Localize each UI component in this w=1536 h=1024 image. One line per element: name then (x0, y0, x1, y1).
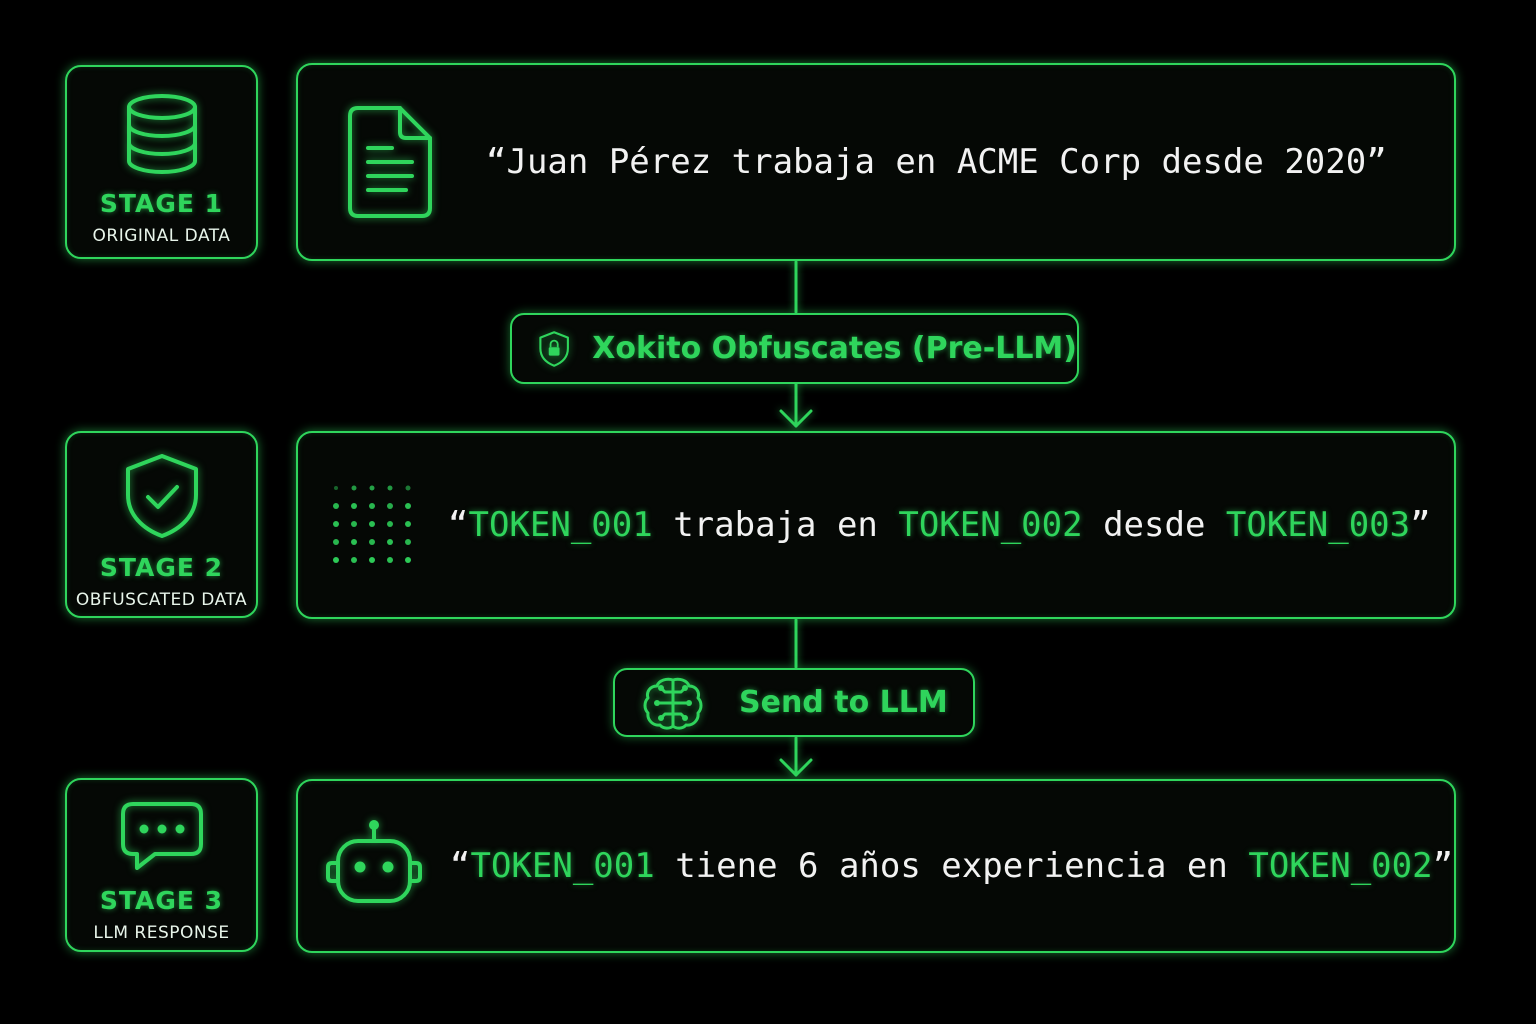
stage-3-content-box: “TOKEN_001 tiene 6 años experiencia en T… (296, 779, 1456, 953)
robot-icon (326, 820, 422, 903)
stage-3-label-box: STAGE 3 LLM RESPONSE (65, 778, 258, 952)
brain-circuit-icon (643, 677, 703, 730)
token-001: TOKEN_001 (468, 505, 653, 545)
chat-bubble-icon (120, 802, 203, 870)
stage-2-text: “TOKEN_001 trabaja en TOKEN_002 desde TO… (448, 505, 1431, 545)
text-segment: desde (1082, 505, 1226, 545)
token-002: TOKEN_002 (1248, 846, 1433, 886)
send-to-llm-step: Send to LLM (613, 668, 975, 737)
text-segment: tiene 6 años experiencia en (654, 846, 1249, 886)
open-quote: “ (448, 505, 469, 545)
stage-2-title: STAGE 2 (99, 553, 224, 582)
close-quote: ” (1432, 846, 1454, 886)
text-segment: trabaja en (652, 505, 899, 545)
obfuscate-step: Xokito Obfuscates (Pre-LLM) (510, 313, 1079, 384)
database-icon (126, 94, 197, 175)
stage-1-content-box: “Juan Pérez trabaja en ACME Corp desde 2… (296, 63, 1456, 261)
open-quote: “ (486, 142, 507, 182)
open-quote: “ (450, 846, 471, 886)
close-quote: ” (1366, 142, 1387, 182)
token-001: TOKEN_001 (470, 846, 655, 886)
token-002: TOKEN_002 (898, 505, 1083, 545)
dot-grid-icon (333, 485, 411, 563)
obfuscate-step-label: Xokito Obfuscates (Pre-LLM) (592, 331, 1077, 366)
arrow-head-1 (779, 409, 813, 428)
arrow-head-2 (779, 758, 813, 777)
document-icon (348, 106, 432, 218)
stage-2-content-box: “TOKEN_001 trabaja en TOKEN_002 desde TO… (296, 431, 1456, 619)
stage-3-subtitle: LLM RESPONSE (93, 923, 230, 943)
stage-1-title: STAGE 1 (99, 189, 224, 218)
stage-1-text: “Juan Pérez trabaja en ACME Corp desde 2… (486, 142, 1387, 182)
send-to-llm-label: Send to LLM (739, 685, 948, 720)
stage-2-subtitle: OBFUSCATED DATA (75, 590, 248, 610)
stage-3-title: STAGE 3 (99, 886, 224, 915)
shield-check-icon (125, 454, 198, 538)
stage-1-subtitle: ORIGINAL DATA (92, 226, 231, 246)
close-quote: ” (1410, 505, 1431, 545)
token-003: TOKEN_003 (1225, 505, 1411, 545)
stage-2-label-box: STAGE 2 OBFUSCATED DATA (65, 431, 258, 618)
original-text: Juan Pérez trabaja en ACME Corp desde 20… (506, 142, 1367, 182)
shield-lock-icon (539, 330, 569, 367)
stage-1-label-box: STAGE 1 ORIGINAL DATA (65, 65, 258, 259)
stage-3-text: “TOKEN_001 tiene 6 años experiencia en T… (450, 846, 1453, 886)
